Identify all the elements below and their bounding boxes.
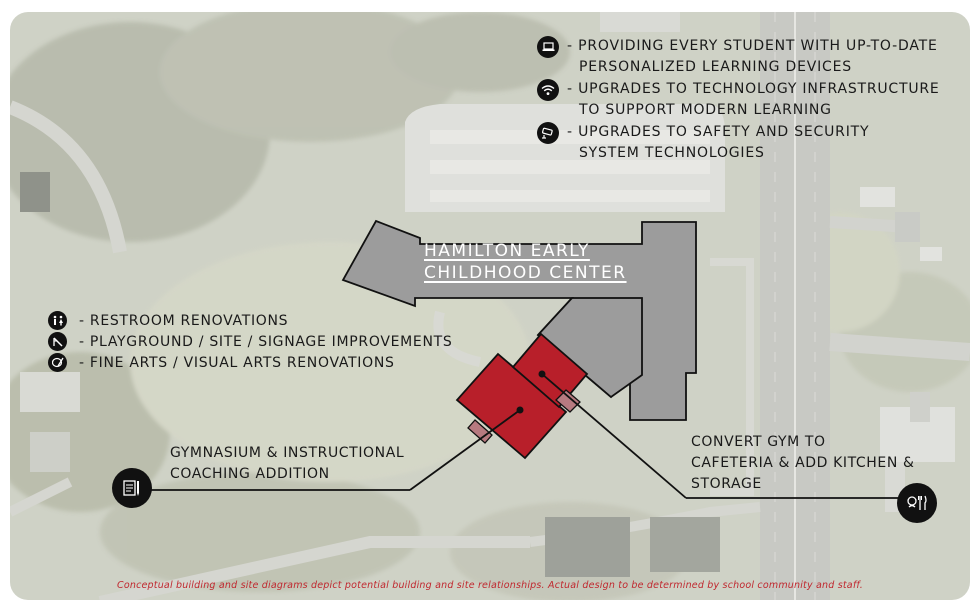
gym-callout-line1: GYMNASIUM & INSTRUCTIONAL xyxy=(170,445,405,461)
gym-addition-callout: GYMNASIUM & INSTRUCTIONAL COACHING ADDIT… xyxy=(170,443,404,485)
cafeteria-callout-line2: CAFETERIA & ADD KITCHEN & xyxy=(691,455,915,471)
renovation-item-label: - PLAYGROUND / SITE / SIGNAGE IMPROVEMEN… xyxy=(79,333,453,350)
building-title: HAMILTON EARLY CHILDHOOD CENTER xyxy=(424,240,627,284)
building-title-line2: CHILDHOOD CENTER xyxy=(424,263,627,283)
playground-slide-icon xyxy=(48,332,67,351)
gym-callout-line2: COACHING ADDITION xyxy=(170,466,330,482)
security-camera-icon xyxy=(537,122,559,144)
renovation-item-playground: - PLAYGROUND / SITE / SIGNAGE IMPROVEMEN… xyxy=(48,332,452,351)
chef-utensils-icon xyxy=(897,483,937,523)
technology-item-security: - UPGRADES TO SAFETY AND SECURITY SYSTEM… xyxy=(537,122,869,164)
existing-building-wing xyxy=(536,297,643,399)
restroom-icon xyxy=(48,311,67,330)
renovation-item-fine-arts: - FINE ARTS / VISUAL ARTS RENOVATIONS xyxy=(48,353,395,372)
technology-item-line1: - UPGRADES TO SAFETY AND SECURITY xyxy=(567,124,870,140)
cafeteria-kitchen-addition xyxy=(511,332,589,409)
blueprint-pencil-icon xyxy=(112,468,152,508)
renovation-item-restroom: - RESTROOM RENOVATIONS xyxy=(48,311,288,330)
fine-arts-icon xyxy=(48,353,67,372)
technology-item-devices: - PROVIDING EVERY STUDENT WITH UP-TO-DAT… xyxy=(537,36,938,78)
cafeteria-callout: CONVERT GYM TO CAFETERIA & ADD KITCHEN &… xyxy=(691,432,915,495)
vestibule-right xyxy=(555,389,581,413)
aerial-map-background xyxy=(10,12,970,600)
technology-item-line2: PERSONALIZED LEARNING DEVICES xyxy=(579,59,852,75)
renovation-item-label: - FINE ARTS / VISUAL ARTS RENOVATIONS xyxy=(79,354,395,371)
cafeteria-callout-line1: CONVERT GYM TO xyxy=(691,434,826,450)
vestibule-left xyxy=(467,419,493,444)
renovation-item-label: - RESTROOM RENOVATIONS xyxy=(79,312,289,329)
technology-item-line2: SYSTEM TECHNOLOGIES xyxy=(579,145,765,161)
cafeteria-callout-line3: STORAGE xyxy=(691,476,762,492)
technology-item-line1: - PROVIDING EVERY STUDENT WITH UP-TO-DAT… xyxy=(567,38,938,54)
technology-item-line1: - UPGRADES TO TECHNOLOGY INFRASTRUCTURE xyxy=(567,81,940,97)
technology-item-line2: TO SUPPORT MODERN LEARNING xyxy=(579,102,832,118)
laptop-icon xyxy=(537,36,559,58)
technology-item-infrastructure: - UPGRADES TO TECHNOLOGY INFRASTRUCTURE … xyxy=(537,79,940,121)
wifi-icon xyxy=(537,79,559,101)
building-title-line1: HAMILTON EARLY xyxy=(424,241,590,261)
disclaimer-footnote: Conceptual building and site diagrams de… xyxy=(117,580,863,591)
